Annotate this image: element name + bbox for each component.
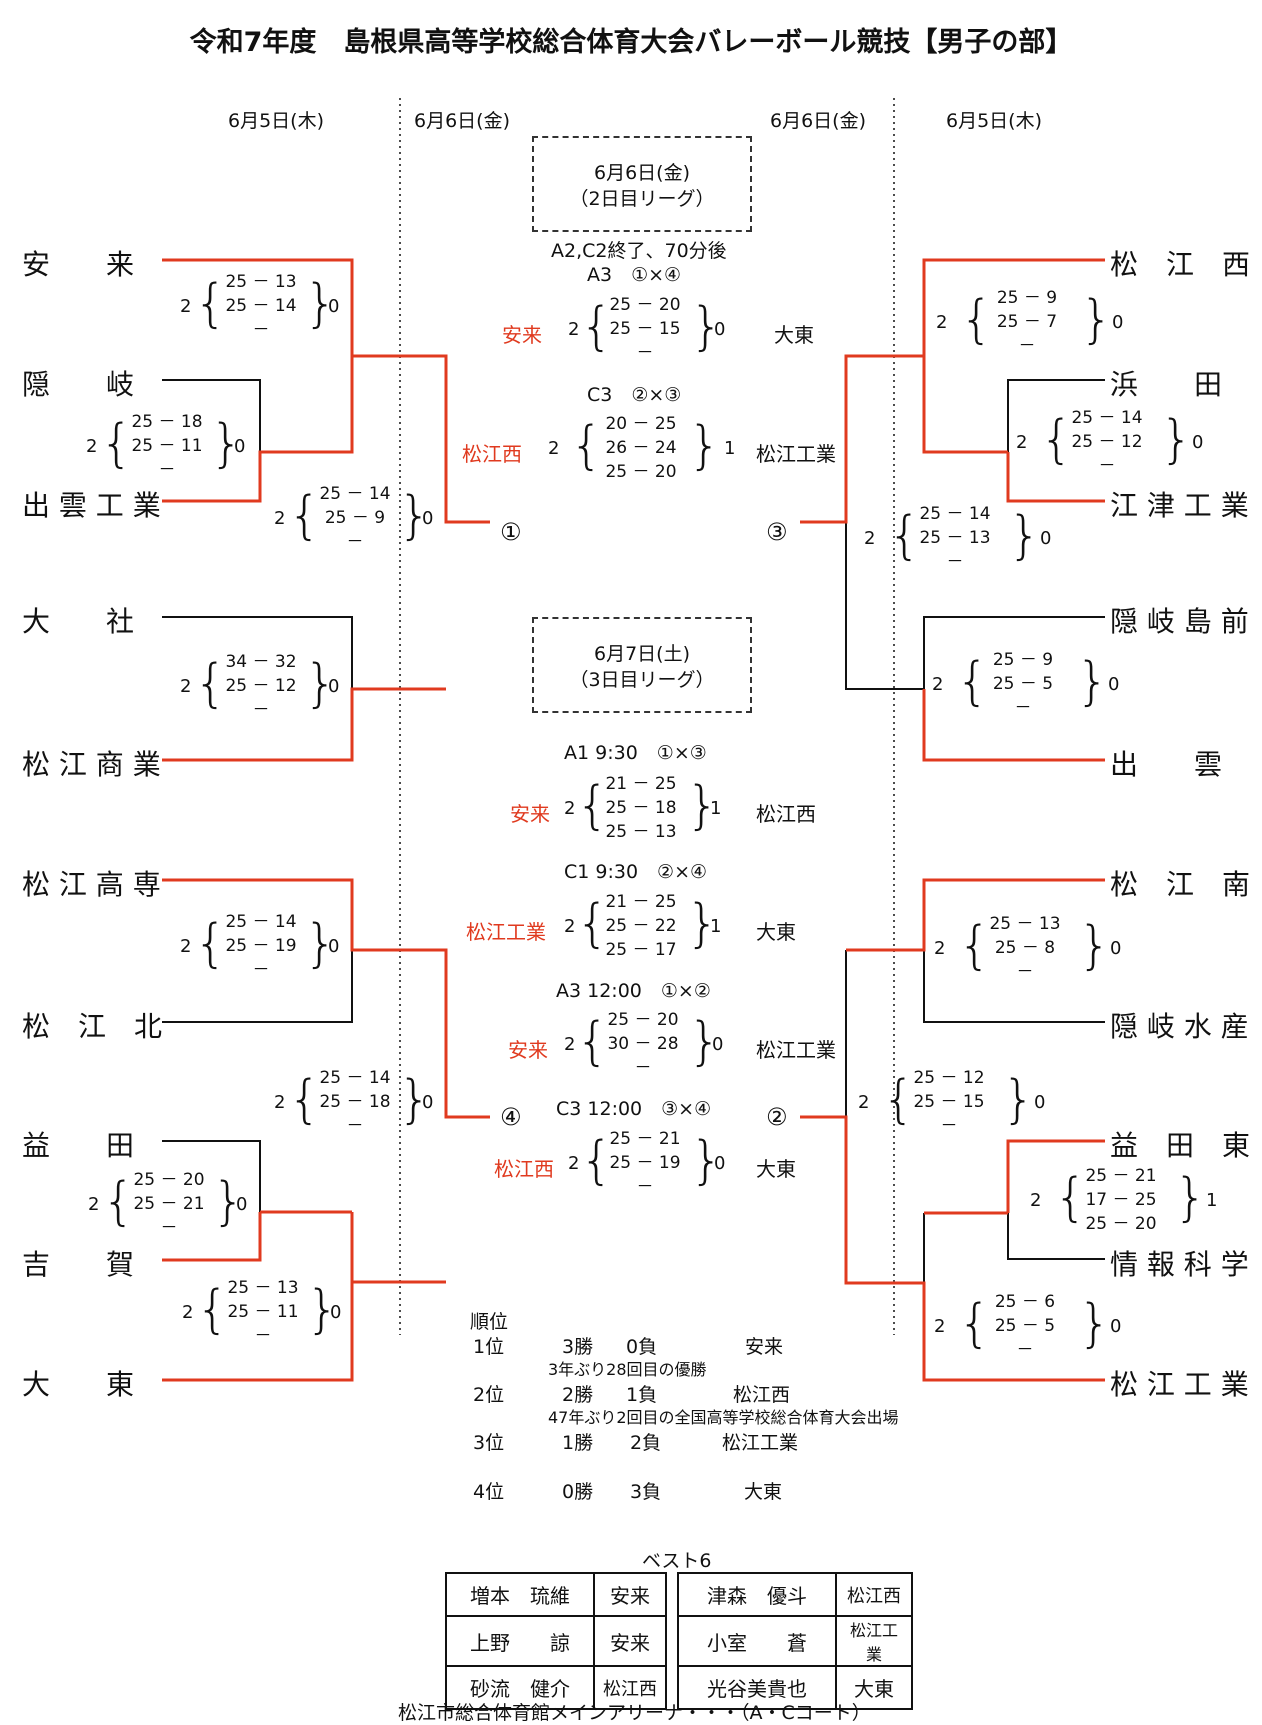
- team-left-9: 吉 賀: [22, 1248, 135, 1281]
- game-heading: A1 9:30 ①×③: [564, 742, 707, 764]
- team-right-8: 益 田 東: [1110, 1129, 1251, 1162]
- team-left-1: 安 来: [22, 248, 135, 281]
- team-right-5: 出 雲: [1110, 748, 1223, 781]
- ranking-header: 順位: [470, 1311, 509, 1333]
- table-row: 砂流 健介松江西 光谷美貴也大東: [445, 1665, 913, 1710]
- game-heading: C1 9:30 ②×④: [564, 861, 708, 883]
- rank-wins: 3勝: [562, 1336, 594, 1358]
- team-left-2: 隠 岐: [22, 368, 135, 401]
- date-right-day2: 6月6日(金): [770, 110, 867, 132]
- marker-2: ②: [766, 1103, 788, 1131]
- team-right-6: 松 江 南: [1110, 868, 1251, 901]
- rank-losses: 3負: [630, 1481, 662, 1503]
- table-row: 増本 琉維安来 津森 優斗松江西: [445, 1572, 913, 1617]
- team-left-7: 松 江 北: [22, 1010, 163, 1043]
- rank-place: 4位: [473, 1481, 505, 1503]
- rank-team: 大東: [744, 1481, 783, 1503]
- venue-text: 松江市総合体育館メインアリーナ・・・（A・Cコート）: [398, 1702, 871, 1724]
- team-right-10: 松 江 工 業: [1110, 1368, 1249, 1401]
- rank-note: 3年ぶり28回目の優勝: [548, 1360, 707, 1379]
- team-left-3: 出 雲 工 業: [22, 489, 161, 522]
- rank-wins: 1勝: [562, 1432, 594, 1454]
- rank-place: 2位: [473, 1384, 505, 1406]
- game-heading: A3 12:00 ①×②: [556, 980, 711, 1002]
- game-heading: A3 ①×④: [587, 264, 682, 286]
- rank-place: 1位: [473, 1336, 505, 1358]
- date-right-day1: 6月5日(木): [946, 110, 1043, 132]
- team-left-4: 大 社: [22, 605, 135, 638]
- team-left-10: 大 東: [22, 1368, 135, 1401]
- rank-team: 松江西: [733, 1384, 791, 1406]
- page-title: 令和7年度 島根県高等学校総合体育大会バレーボール競技【男子の部】: [189, 27, 1073, 58]
- rank-place: 3位: [473, 1432, 505, 1454]
- team-right-3: 江 津 工 業: [1110, 489, 1249, 522]
- game-heading: C3 ②×③: [587, 384, 682, 406]
- rank-team: 松江工業: [722, 1432, 799, 1454]
- best6-label: ベスト6: [642, 1550, 712, 1572]
- day3-box: 6月7日(土)（3日目リーグ）: [532, 617, 752, 713]
- team-left-8: 益 田: [22, 1129, 135, 1162]
- league-note: A2,C2終了、70分後: [551, 240, 727, 262]
- date-left-day2: 6月6日(金): [414, 110, 511, 132]
- rank-losses: 0負: [626, 1336, 658, 1358]
- team-right-4: 隠 岐 島 前: [1110, 605, 1249, 638]
- rank-team: 安来: [745, 1336, 784, 1358]
- team-right-1: 松 江 西: [1110, 248, 1251, 281]
- table-row: 上野 諒安来 小室 蒼松江工業: [445, 1615, 913, 1667]
- marker-4: ④: [500, 1103, 522, 1131]
- team-right-9: 情 報 科 学: [1110, 1248, 1249, 1281]
- winner-lines: [162, 258, 1105, 1382]
- game-heading: C3 12:00 ③×④: [556, 1098, 712, 1120]
- marker-3: ③: [766, 518, 788, 546]
- day2-box: 6月6日(金)（2日目リーグ）: [532, 136, 752, 232]
- rank-wins: 0勝: [562, 1481, 594, 1503]
- team-left-5: 松 江 商 業: [22, 748, 161, 781]
- team-left-6: 松 江 高 専: [22, 868, 161, 901]
- team-right-2: 浜 田: [1110, 368, 1223, 401]
- date-left-day1: 6月5日(木): [228, 110, 325, 132]
- team-right-7: 隠 岐 水 産: [1110, 1010, 1249, 1043]
- rank-wins: 2勝: [562, 1384, 594, 1406]
- best6-table: 増本 琉維安来 津森 優斗松江西 上野 諒安来 小室 蒼松江工業 砂流 健介松江…: [445, 1572, 913, 1710]
- rank-losses: 1負: [626, 1384, 658, 1406]
- rank-losses: 2負: [630, 1432, 662, 1454]
- rank-note: 47年ぶり2回目の全国高等学校総合体育大会出場: [548, 1408, 899, 1427]
- marker-1: ①: [500, 518, 522, 546]
